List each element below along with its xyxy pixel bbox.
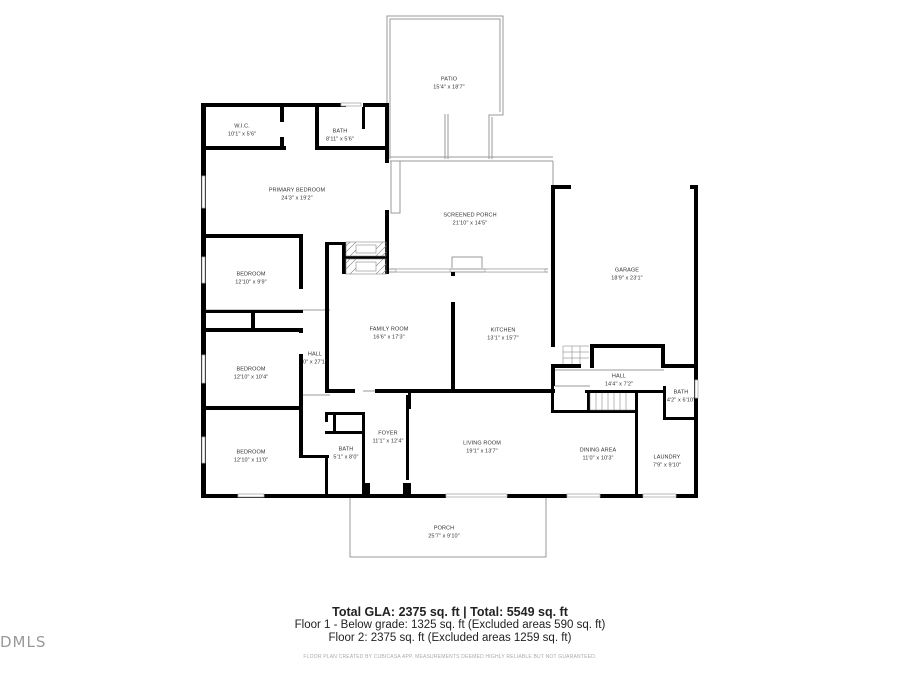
room-name: HALL (611, 373, 627, 380)
summary-total-gla: Total GLA: 2375 sq. ft | Total: 5549 sq.… (332, 605, 568, 619)
thick-walls (201, 103, 698, 498)
room-name: BEDROOM (236, 271, 266, 278)
room-wic: W.I.C.10'1" x 5'6" (228, 124, 256, 139)
room-dimensions: 16'6" x 17'3" (373, 334, 405, 340)
summary-floor-2: Floor 2: 2375 sq. ft (Excluded areas 125… (328, 632, 572, 644)
room-name: PATIO (440, 76, 458, 83)
room-name: W.I.C. (234, 123, 250, 130)
windows (201, 102, 699, 498)
room-name: KITCHEN (490, 327, 516, 334)
room-name: BEDROOM (236, 449, 266, 456)
room-name: LAUNDRY (653, 454, 681, 461)
room-name: LIVING ROOM (463, 440, 501, 447)
room-name: PRIMARY BEDROOM (268, 187, 326, 194)
room-dimensions: 8'11" x 5'6" (326, 136, 354, 142)
room-dimensions: 14'4" x 7'2" (604, 381, 634, 387)
room-dimensions: 0" x 27'1" (303, 359, 327, 365)
room-name: FAMILY ROOM (369, 326, 409, 333)
room-dimensions: 5'1" x 8'0" (333, 454, 359, 460)
room-dimensions: 24'3" x 19'2" (281, 195, 313, 201)
room-name: BATH (673, 389, 689, 396)
room-dimensions: 15'4" x 18'7" (433, 84, 465, 90)
stairs (562, 345, 634, 411)
room-dimensions: 11'0" x 10'3" (582, 455, 614, 461)
room-dimensions: 13'1" x 15'7" (487, 335, 519, 341)
room-name: DINING AREA (579, 447, 617, 454)
fireplace (345, 241, 387, 275)
disclaimer: FLOOR PLAN CREATED BY CUBICASA APP. MEAS… (303, 654, 597, 660)
room-dimensions: 12'10" x 11'0" (233, 457, 269, 463)
thin-walls (206, 15, 664, 558)
mls-watermark: DMLS (0, 633, 47, 651)
room-name: HALL (307, 351, 323, 358)
room-name: BATH (332, 128, 348, 135)
room-name: SCREENED PORCH (443, 212, 497, 219)
summary-floor-1: Floor 1 - Below grade: 1325 sq. ft (Excl… (294, 619, 606, 631)
room-name: FOYER (378, 430, 398, 437)
room-dimensions: 25'7" x 9'10" (428, 533, 460, 539)
room-dimensions: 19'1" x 13'7" (466, 448, 498, 454)
room-dimensions: 10'1" x 5'6" (227, 131, 257, 137)
room-dimensions: 7'9" x 9'10" (652, 462, 682, 468)
room-dimensions: 11'1" x 12'4" (372, 438, 404, 444)
room-dimensions: 21'10" x 14'5" (452, 220, 488, 226)
room-name: GARAGE (614, 267, 640, 274)
room-name: BEDROOM (236, 366, 266, 373)
room-name: BATH (338, 446, 354, 453)
room-dimensions: 12'10" x 9'9" (235, 279, 267, 285)
room-dimensions: 12'10" x 10'4" (233, 374, 269, 380)
room-dimensions: 4'2" x 6'10" (666, 397, 696, 403)
room-name: PORCH (433, 525, 455, 532)
room-dimensions: 18'9" x 23'1" (611, 275, 643, 281)
